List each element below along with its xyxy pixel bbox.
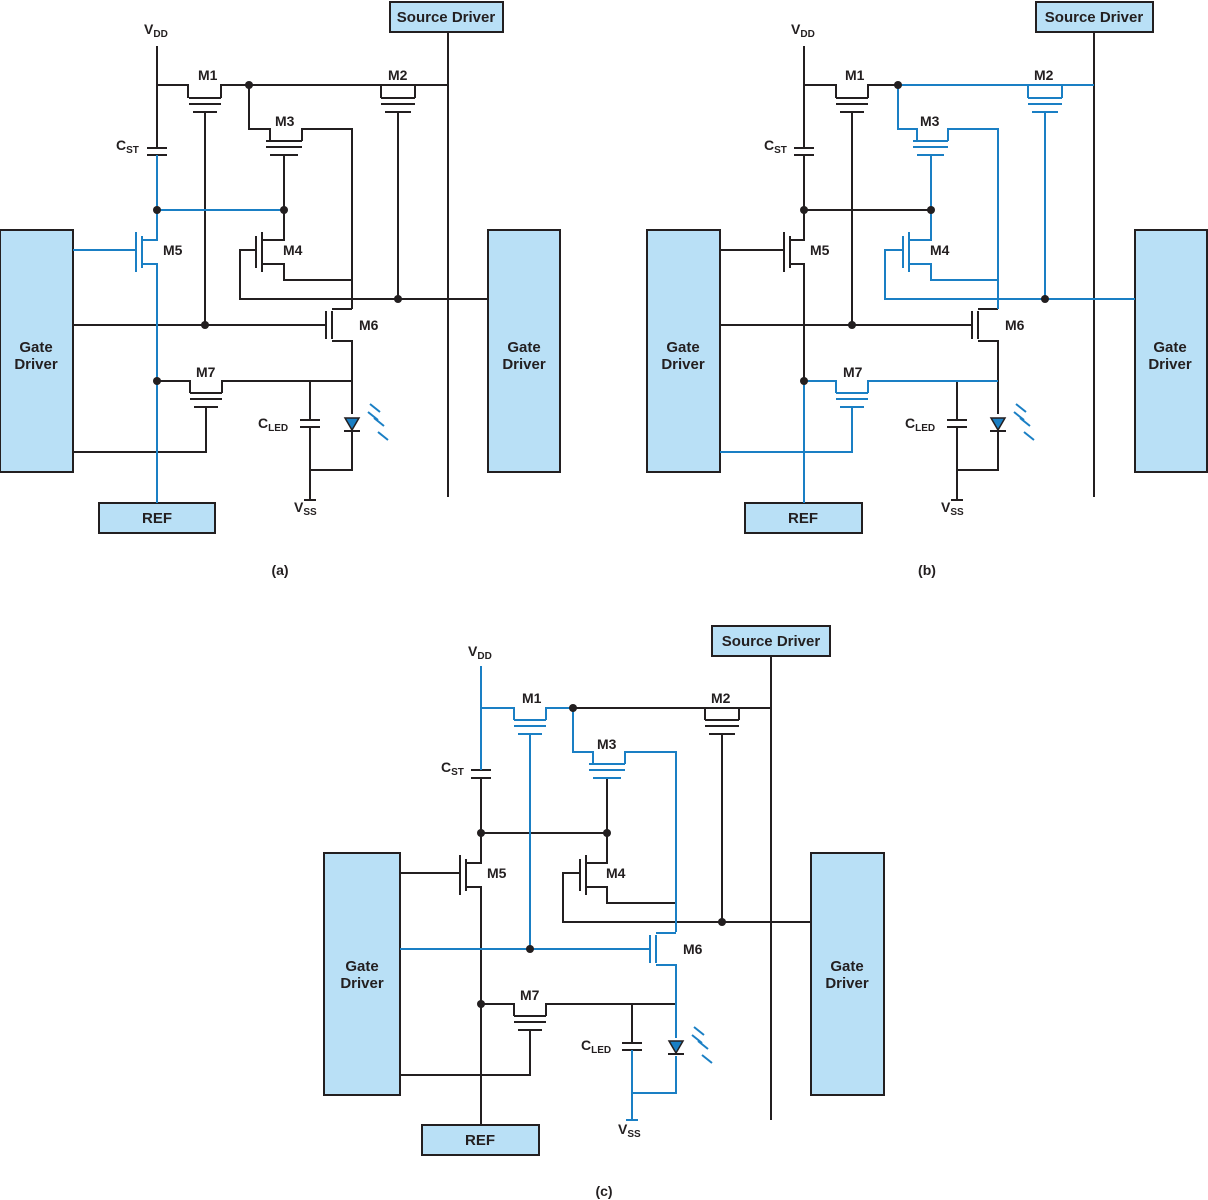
vdd-label: VDD (791, 21, 815, 40)
gate-driver-left-line1: Gate (345, 958, 378, 975)
vss-label: VSS (294, 499, 317, 518)
panel-b: VDD CST M1 M2 M3 M4 M5 M6 M7 CLED VSS So… (646, 1, 1208, 578)
ref-box (744, 502, 863, 534)
gate-driver-right-line2: Driver (502, 356, 546, 373)
panel-c: VDD CST M1 M2 M3 M4 M5 M6 M7 CLED VSS So… (323, 625, 885, 1199)
m6-label: M6 (359, 317, 379, 333)
ref-label: REF (788, 510, 818, 527)
m1-label: M1 (198, 67, 218, 83)
source-driver-label: Source Driver (397, 9, 496, 26)
panel-a: VDD CST M1 M2 M3 M4 M5 M6 M7 CLED VSS So… (0, 1, 561, 578)
gate-driver-right (487, 229, 561, 473)
gate-driver-right-line1: Gate (1153, 339, 1186, 356)
m2-label: M2 (388, 67, 408, 83)
ref-box (421, 1124, 540, 1156)
source-driver-label: Source Driver (722, 633, 821, 650)
m3-label: M3 (597, 736, 617, 752)
gate-driver-right-line1: Gate (830, 958, 863, 975)
gate-driver-left-line1: Gate (19, 339, 52, 356)
vdd-label: VDD (468, 643, 492, 662)
m2-label: M2 (1034, 67, 1054, 83)
m7-label: M7 (520, 987, 540, 1003)
cled-label: CLED (581, 1037, 611, 1056)
gate-driver-left (323, 852, 401, 1096)
gate-driver-left-line2: Driver (14, 356, 58, 373)
m5-label: M5 (163, 242, 183, 258)
gate-driver-right-line2: Driver (825, 975, 869, 992)
gate-driver-left-line2: Driver (661, 356, 705, 373)
caption-c: (c) (595, 1183, 612, 1199)
gate-driver-left (0, 229, 74, 473)
source-driver-label: Source Driver (1045, 9, 1144, 26)
caption-b: (b) (918, 562, 936, 578)
m3-label: M3 (275, 113, 295, 129)
gate-driver-left-line1: Gate (666, 339, 699, 356)
m4-label: M4 (606, 865, 626, 881)
vss-label: VSS (941, 499, 964, 518)
cled-label: CLED (905, 415, 935, 434)
m2-label: M2 (711, 690, 731, 706)
m1-label: M1 (845, 67, 865, 83)
m3-label: M3 (920, 113, 940, 129)
m7-label: M7 (843, 364, 863, 380)
cst-label: CST (116, 137, 139, 156)
caption-a: (a) (271, 562, 288, 578)
m5-label: M5 (810, 242, 830, 258)
gate-driver-left (646, 229, 721, 473)
gate-driver-right (810, 852, 885, 1096)
vss-label: VSS (618, 1121, 641, 1140)
m5-label: M5 (487, 865, 507, 881)
source-driver-box (1035, 1, 1154, 33)
m1-label: M1 (522, 690, 542, 706)
ref-label: REF (142, 510, 172, 527)
source-driver-box (711, 625, 831, 657)
gate-driver-right (1134, 229, 1208, 473)
m6-label: M6 (1005, 317, 1025, 333)
gate-driver-right-line2: Driver (1148, 356, 1192, 373)
m7-label: M7 (196, 364, 216, 380)
source-driver-box (389, 1, 504, 33)
ref-label: REF (465, 1132, 495, 1149)
cst-label: CST (441, 759, 464, 778)
m4-label: M4 (283, 242, 303, 258)
m4-label: M4 (930, 242, 950, 258)
m6-label: M6 (683, 941, 703, 957)
vdd-label: VDD (144, 21, 168, 40)
gate-driver-left-line2: Driver (340, 975, 384, 992)
gate-driver-right-line1: Gate (507, 339, 540, 356)
cst-label: CST (764, 137, 787, 156)
cled-label: CLED (258, 415, 288, 434)
